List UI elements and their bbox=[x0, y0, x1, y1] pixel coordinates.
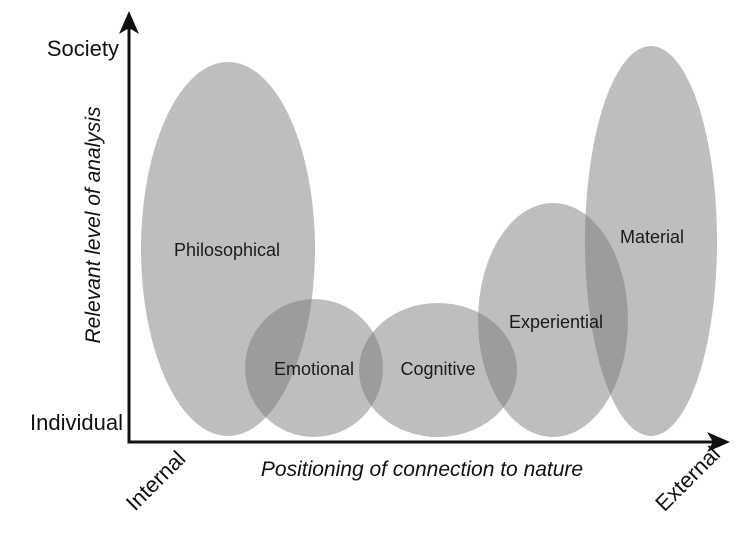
ellipse-label-material: Material bbox=[620, 227, 684, 247]
ellipse-philosophical bbox=[141, 62, 315, 436]
x-axis-title: Positioning of connection to nature bbox=[261, 458, 583, 481]
y-axis-arrowhead-icon bbox=[119, 11, 139, 34]
ellipse-label-emotional: Emotional bbox=[274, 359, 354, 379]
ellipse-experiential bbox=[478, 203, 628, 437]
x-axis-arrowhead-icon bbox=[707, 432, 730, 452]
ellipse-label-philosophical: Philosophical bbox=[174, 240, 280, 260]
ellipse-label-layer: Philosophical Emotional Cognitive Experi… bbox=[174, 227, 684, 379]
axis-lines bbox=[127, 24, 714, 444]
ellipse-material bbox=[585, 46, 717, 436]
y-axis-title: Relevant level of analysis bbox=[82, 106, 105, 343]
ellipse-label-cognitive: Cognitive bbox=[400, 359, 475, 379]
ellipse-layer bbox=[141, 46, 717, 437]
x-axis-left-label: Internal bbox=[121, 446, 191, 516]
y-axis-bottom-label: Individual bbox=[30, 410, 123, 435]
ellipse-cognitive bbox=[359, 303, 517, 437]
ellipse-emotional bbox=[245, 299, 383, 437]
x-axis-right-label: External bbox=[650, 441, 725, 516]
y-axis-top-label: Society bbox=[47, 36, 119, 61]
axes-layer bbox=[119, 11, 730, 452]
ellipse-label-experiential: Experiential bbox=[509, 312, 603, 332]
